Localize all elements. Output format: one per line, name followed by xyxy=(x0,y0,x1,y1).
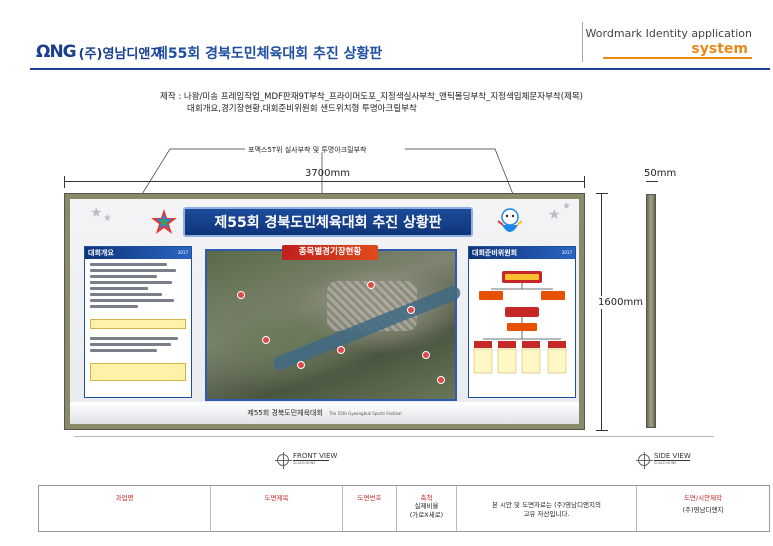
venue-pin xyxy=(422,351,430,359)
copyright-line2: 고유 자산입니다. xyxy=(523,510,570,518)
star-decoration: ★ xyxy=(562,201,571,212)
height-dimension-label: 1600mm xyxy=(598,296,643,309)
venue-pin xyxy=(337,346,345,354)
board-surface: ★ ★ ★ ★ 제55회 경북도민체육대회 추진 상황판 대회개요 2017 xyxy=(70,199,579,424)
drawing-no-label: 도면번호 xyxy=(357,494,382,502)
overview-highlight-2 xyxy=(90,363,186,381)
overview-panel-year: 2017 xyxy=(177,250,188,255)
company-label: 도면/시안제작 xyxy=(683,494,723,502)
board-banner-title: 제55회 경북도민체육대회 추진 상황판 xyxy=(183,207,473,237)
page-title: 제55회 경북도민체육대회 추진 상황판 xyxy=(155,46,383,62)
scale-value-line2: (가로X세로) xyxy=(409,511,444,519)
venue-pin xyxy=(262,336,270,344)
committee-org-chart xyxy=(473,271,567,374)
header-divider xyxy=(30,68,770,70)
side-view-board xyxy=(646,194,656,428)
wordmark-title: Wordmark Identity application xyxy=(585,27,752,40)
committee-panel-year: 2017 xyxy=(561,250,572,255)
copyright-notice: 본 시안 및 도면자료는 (주)영남디앤지의 고유 자산입니다. xyxy=(457,501,636,519)
company-logo: ΩNG (주)영남디앤지 xyxy=(36,42,162,62)
scale-value: 실제비율 (가로X세로) xyxy=(397,502,456,520)
side-view-underline xyxy=(654,460,690,461)
committee-panel: 대회준비위원회 2017 xyxy=(468,246,576,398)
star-decoration: ★ xyxy=(90,205,103,221)
committee-panel-header: 대회준비위원회 2017 xyxy=(469,247,575,259)
copyright-line1: 본 시안 및 도면자료는 (주)영남디앤지의 xyxy=(491,501,602,509)
star-decoration: ★ xyxy=(548,207,561,223)
front-view-scale: SCALE:NONE xyxy=(293,461,316,465)
star-decoration: ★ xyxy=(103,213,112,224)
width-dimension-tick-right xyxy=(584,176,585,188)
title-block-drawing-no: 도면번호 xyxy=(343,486,397,531)
venue-pin xyxy=(367,281,375,289)
scale-label: 축척 xyxy=(420,494,433,502)
front-view-marker-icon xyxy=(275,452,292,469)
venue-pin xyxy=(237,291,245,299)
scale-value-line1: 실제비율 xyxy=(414,502,439,510)
height-dimension-tick-top xyxy=(596,193,608,194)
front-view-board: ★ ★ ★ ★ 제55회 경북도민체육대회 추진 상황판 대회개요 2017 xyxy=(64,193,585,430)
mascot-icon xyxy=(497,208,523,232)
venue-map-panel: 종목별경기장현황 xyxy=(205,245,463,401)
title-block-project: 과업명 xyxy=(39,486,211,531)
drawing-title-label: 도면제목 xyxy=(264,494,289,502)
title-block-copyright: 본 시안 및 도면자료는 (주)영남디앤지의 고유 자산입니다. xyxy=(457,486,637,531)
company-value: (주)영남디앤지 xyxy=(682,506,724,514)
side-view-scale: SCALE:NONE xyxy=(654,461,677,465)
title-block-company: 도면/시안제작 (주)영남디앤지 xyxy=(637,486,769,531)
side-view-label: SIDE VIEW xyxy=(654,452,691,460)
material-callout: 포맥스5T위 실사부착 및 투명아크릴부착 xyxy=(248,146,367,154)
height-dimension-line xyxy=(601,193,602,430)
title-block-scale: 축척 실제비율 (가로X세로) xyxy=(397,486,457,531)
overview-highlight xyxy=(90,319,186,329)
logo-mark: ΩNG xyxy=(36,42,77,62)
board-footer: 제55회 경북도민체육대회 The 55th Gyeongbuk Sports … xyxy=(70,402,579,424)
overview-content-2 xyxy=(85,333,191,359)
production-note-line2: 대회개요,경기장현황,대회준비위원회 샌드위치형 투명아크릴부착 xyxy=(187,104,417,114)
wordmark-block: Wordmark Identity application system xyxy=(582,22,752,62)
wordmark-underline xyxy=(603,57,752,59)
venue-pin xyxy=(297,361,305,369)
overview-panel: 대회개요 2017 xyxy=(84,246,192,398)
depth-dimension-line xyxy=(646,181,658,182)
logo-text: (주)영남디앤지 xyxy=(78,46,163,62)
front-view-label: FRONT VIEW xyxy=(293,452,338,460)
wordmark-subtitle: system xyxy=(691,41,748,57)
overview-panel-header: 대회개요 2017 xyxy=(85,247,191,259)
title-block-drawing-title: 도면제목 xyxy=(211,486,343,531)
venue-pin xyxy=(437,376,445,384)
width-dimension-tick-left xyxy=(64,176,65,188)
venue-pin xyxy=(407,306,415,314)
production-note-line1: 제작 : 나왕/미송 프레임작업_MDF판재9T부착_프라이머도포_지정색실사부… xyxy=(160,92,583,102)
committee-panel-title: 대회준비위원회 xyxy=(472,249,518,257)
venue-map-title: 종목별경기장현황 xyxy=(282,245,378,260)
width-dimension-label: 3700mm xyxy=(305,168,350,179)
production-note: 제작 : 나왕/미송 프레임작업_MDF판재9T부착_프라이머도포_지정색실사부… xyxy=(160,91,583,115)
side-view-marker-icon xyxy=(636,452,653,469)
width-dimension-line xyxy=(64,181,585,182)
depth-dimension-label: 50mm xyxy=(644,168,677,179)
festival-emblem-icon xyxy=(151,209,177,234)
height-dimension-tick-bottom xyxy=(596,430,608,431)
board-footer-subtitle: The 55th Gyeongbuk Sports Festival xyxy=(328,410,402,416)
ground-line xyxy=(74,436,714,437)
front-view-underline xyxy=(293,460,329,461)
drawing-title-block: 과업명 도면제목 도면번호 축척 실제비율 (가로X세로) 본 시안 및 도면자… xyxy=(38,485,770,532)
board-footer-title: 제55회 경북도민체육대회 xyxy=(247,409,323,417)
overview-content xyxy=(85,259,191,315)
overview-panel-title: 대회개요 xyxy=(88,249,114,257)
project-label: 과업명 xyxy=(115,494,134,502)
